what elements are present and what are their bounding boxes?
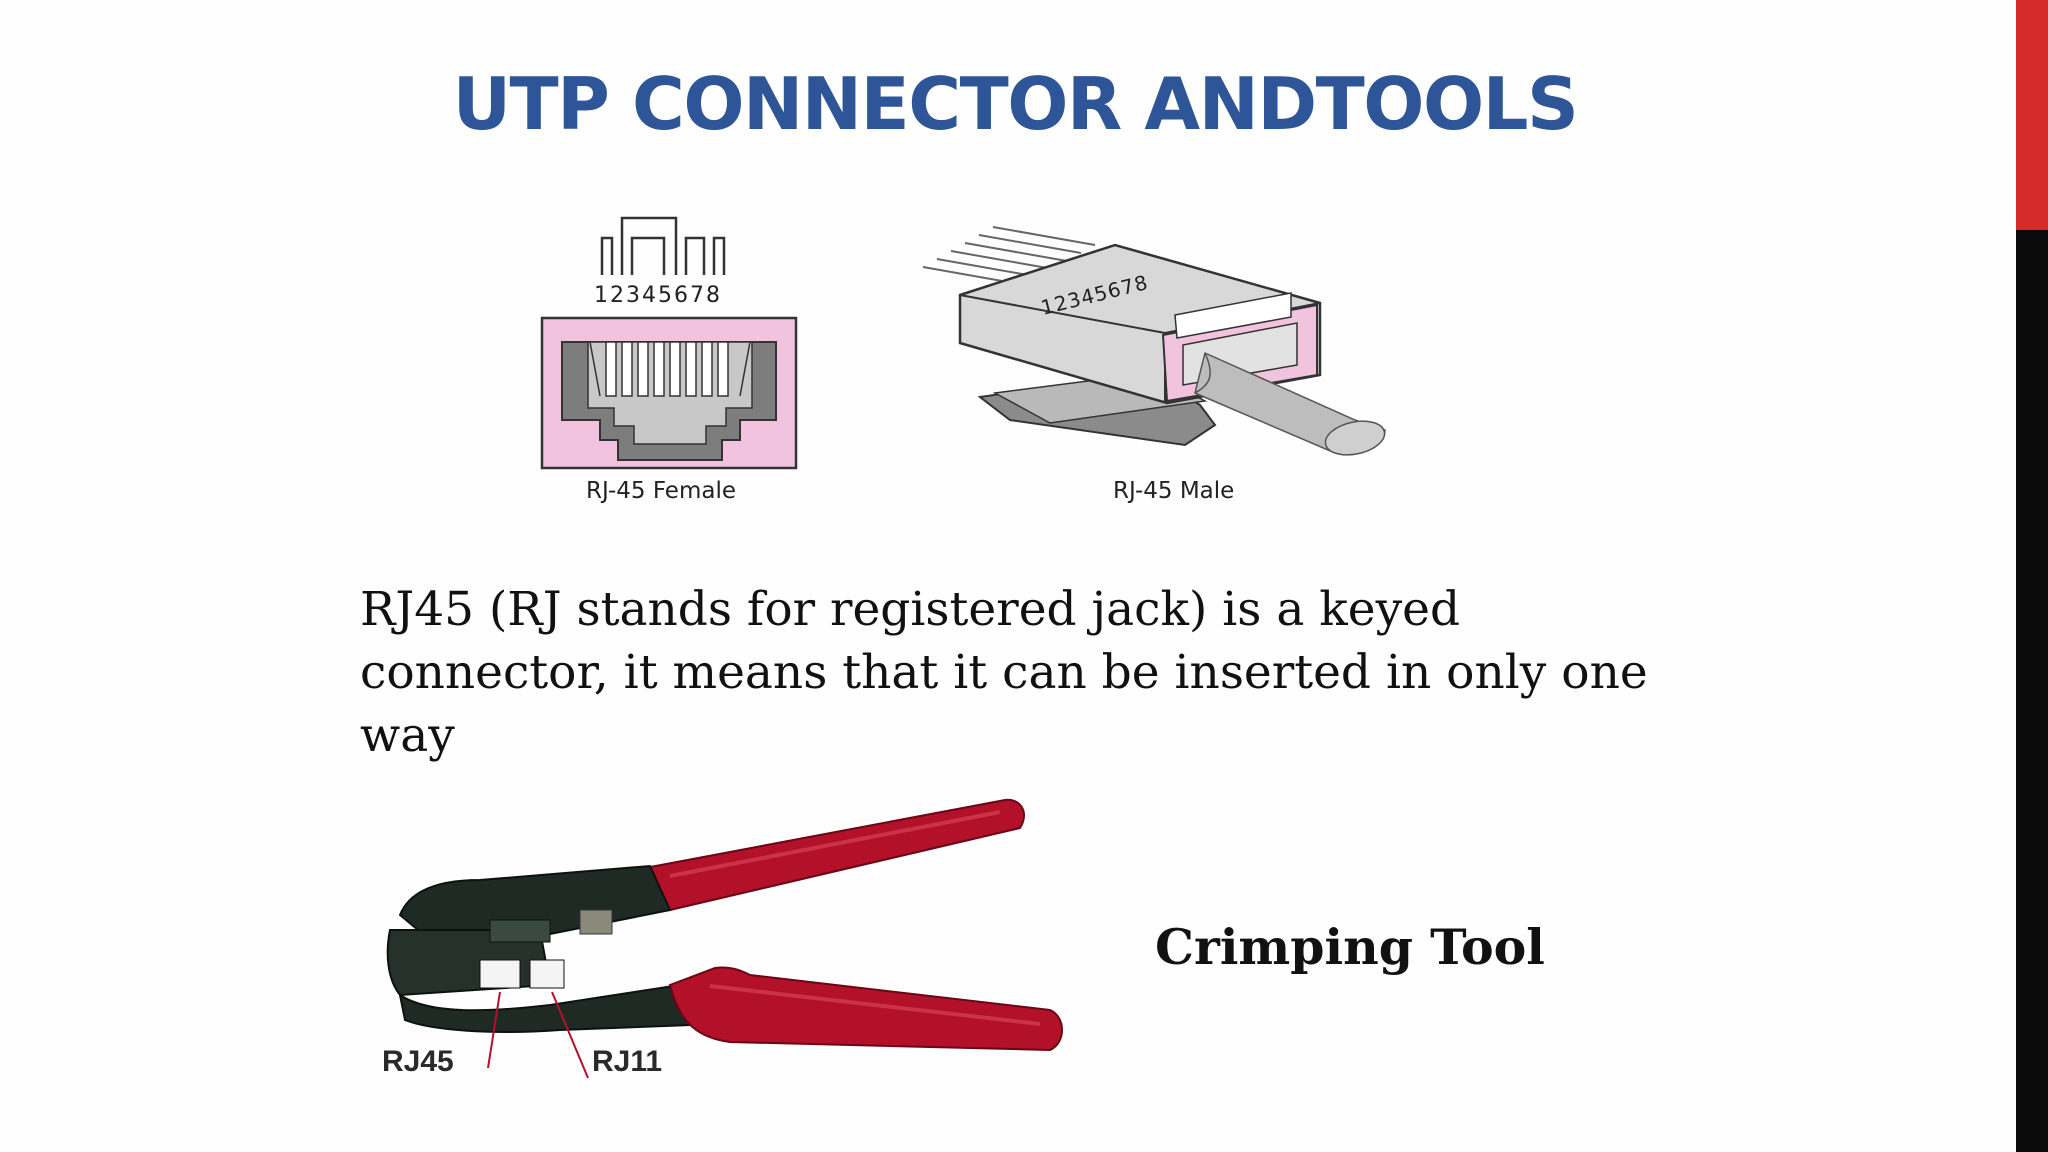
rj45-female-label: RJ-45 Female	[586, 478, 736, 504]
rj45-male-illustration: 12345678	[922, 226, 1386, 456]
body-text: RJ45 (RJ stands for registered jack) is …	[360, 582, 1648, 763]
rj11-slot-label: RJ11	[592, 1045, 663, 1078]
female-pin-numbers: 12345678	[594, 283, 722, 308]
slide-title: UTP CONNECTOR ANDTOOLS	[452, 62, 1579, 146]
accent-bar-black	[2016, 230, 2048, 1152]
crimping-tool-illustration	[386, 798, 1063, 1079]
rj45-slot-label: RJ45	[382, 1045, 454, 1078]
rj45-female-illustration: 12345678	[540, 216, 798, 470]
rj45-male-label: RJ-45 Male	[1113, 478, 1235, 504]
crimping-tool-caption: Crimping Tool	[1155, 918, 1545, 976]
accent-bar-red	[2016, 0, 2048, 230]
